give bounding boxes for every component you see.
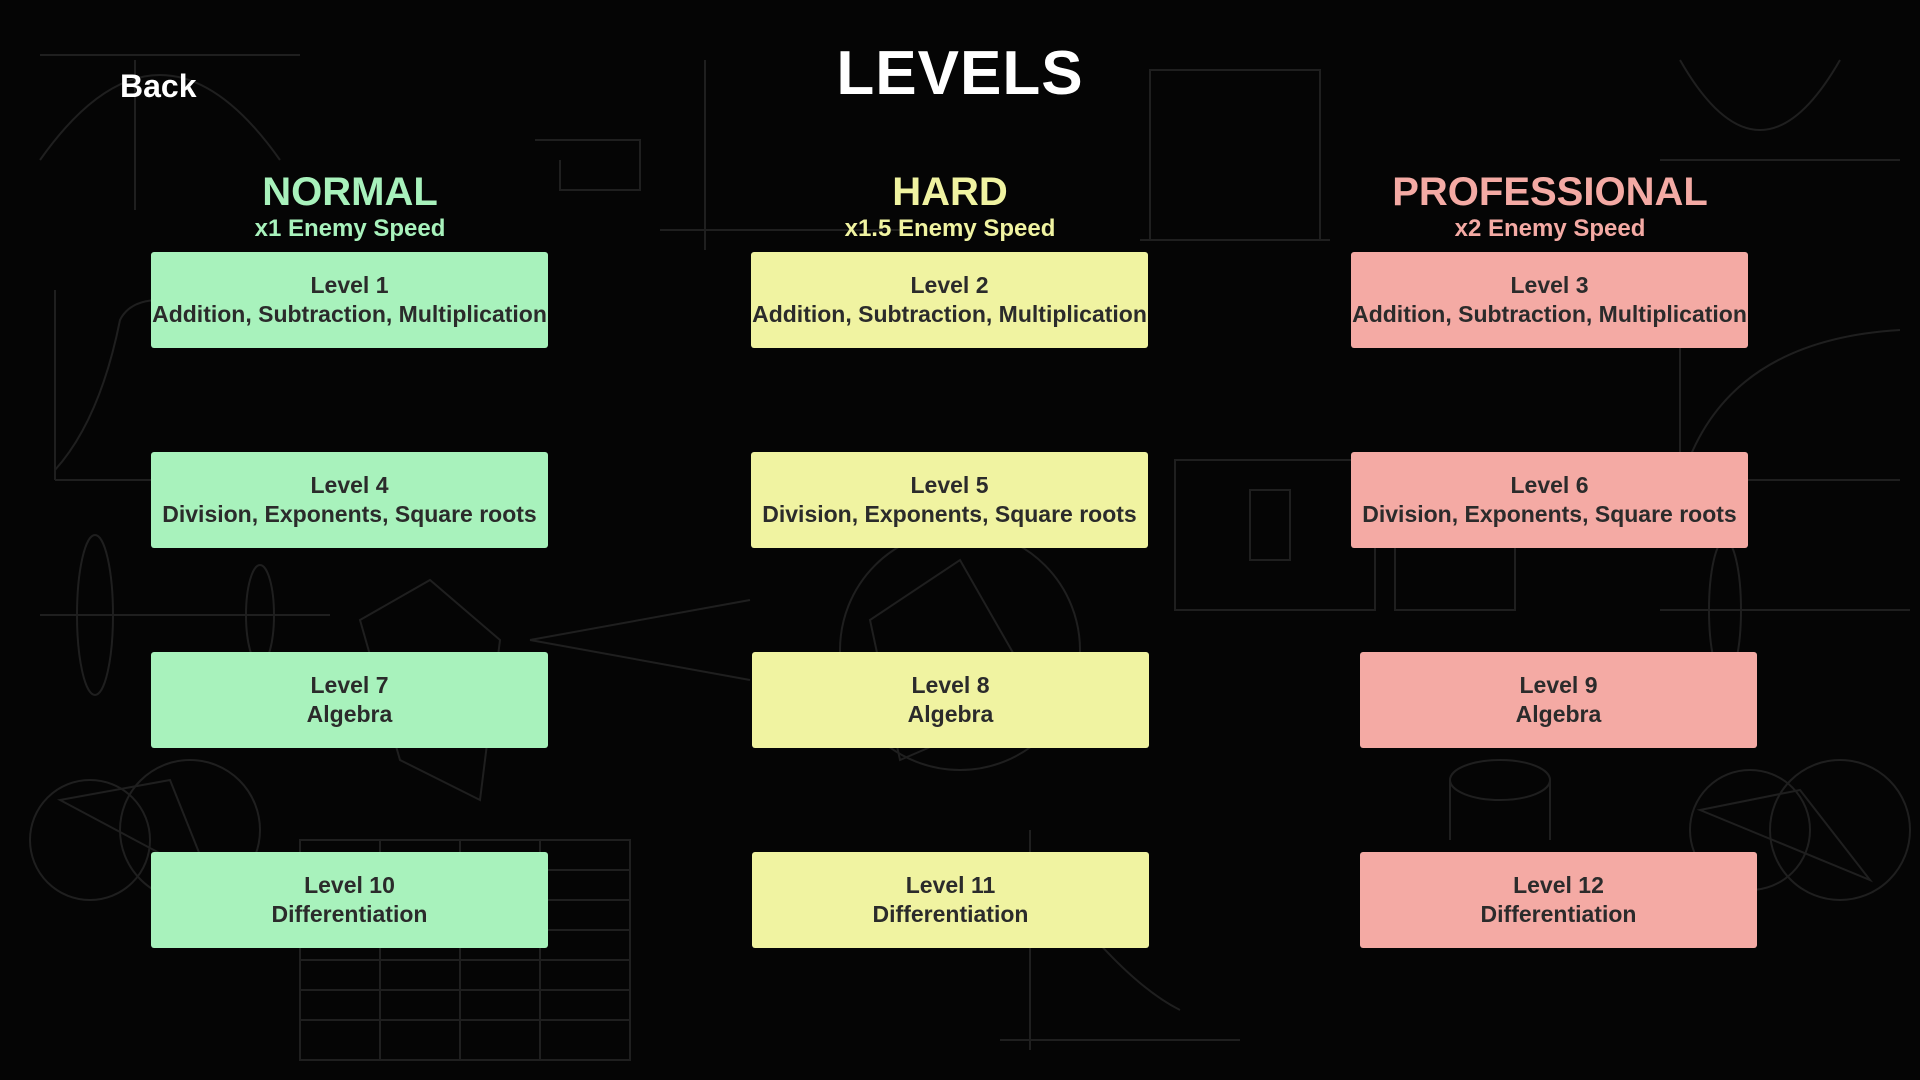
level-5-button[interactable]: Level 5 Division, Exponents, Square root… bbox=[751, 452, 1148, 548]
level-6-button[interactable]: Level 6 Division, Exponents, Square root… bbox=[1351, 452, 1748, 548]
level-12-button[interactable]: Level 12 Differentiation bbox=[1360, 852, 1757, 948]
level-11-button[interactable]: Level 11 Differentiation bbox=[752, 852, 1149, 948]
page-title: LEVELS bbox=[836, 39, 1084, 108]
level-2-button[interactable]: Level 2 Addition, Subtraction, Multiplic… bbox=[751, 252, 1148, 348]
difficulty-header-normal: NORMAL x1 Enemy Speed bbox=[100, 170, 600, 244]
level-4-button[interactable]: Level 4 Division, Exponents, Square root… bbox=[151, 452, 548, 548]
level-topic: Addition, Subtraction, Multiplication bbox=[152, 301, 547, 327]
level-topic: Addition, Subtraction, Multiplication bbox=[1352, 301, 1747, 327]
level-name: Level 10 bbox=[304, 872, 395, 898]
level-7-button[interactable]: Level 7 Algebra bbox=[151, 652, 548, 748]
level-topic: Differentiation bbox=[271, 901, 428, 927]
level-topic: Addition, Subtraction, Multiplication bbox=[752, 301, 1147, 327]
difficulty-header-professional: PROFESSIONAL x2 Enemy Speed bbox=[1300, 170, 1800, 244]
level-topic: Algebra bbox=[907, 701, 994, 727]
level-name: Level 7 bbox=[310, 672, 389, 698]
level-topic: Division, Exponents, Square roots bbox=[162, 501, 537, 527]
level-topic: Algebra bbox=[1515, 701, 1602, 727]
level-10-button[interactable]: Level 10 Differentiation bbox=[151, 852, 548, 948]
difficulty-subtitle-normal: x1 Enemy Speed bbox=[254, 215, 446, 242]
difficulty-subtitle-professional: x2 Enemy Speed bbox=[1454, 215, 1646, 242]
difficulty-title-normal: NORMAL bbox=[262, 170, 438, 214]
level-name: Level 12 bbox=[1513, 872, 1604, 898]
difficulty-header-hard: HARD x1.5 Enemy Speed bbox=[700, 170, 1200, 244]
level-topic: Division, Exponents, Square roots bbox=[762, 501, 1137, 527]
difficulty-subtitle-hard: x1.5 Enemy Speed bbox=[844, 215, 1056, 242]
back-button[interactable]: Back bbox=[120, 68, 197, 104]
level-name: Level 5 bbox=[910, 472, 989, 498]
level-1-button[interactable]: Level 1 Addition, Subtraction, Multiplic… bbox=[151, 252, 548, 348]
level-name: Level 4 bbox=[310, 472, 389, 498]
level-name: Level 11 bbox=[905, 872, 996, 898]
level-name: Level 6 bbox=[1510, 472, 1589, 498]
level-name: Level 3 bbox=[1510, 272, 1589, 298]
level-topic: Differentiation bbox=[1480, 901, 1637, 927]
difficulty-title-hard: HARD bbox=[892, 170, 1008, 214]
level-8-button[interactable]: Level 8 Algebra bbox=[752, 652, 1149, 748]
level-name: Level 1 bbox=[310, 272, 389, 298]
level-9-button[interactable]: Level 9 Algebra bbox=[1360, 652, 1757, 748]
level-topic: Division, Exponents, Square roots bbox=[1362, 501, 1737, 527]
level-name: Level 2 bbox=[910, 272, 989, 298]
level-name: Level 8 bbox=[911, 672, 990, 698]
level-topic: Algebra bbox=[306, 701, 393, 727]
level-name: Level 9 bbox=[1519, 672, 1598, 698]
level-topic: Differentiation bbox=[872, 901, 1029, 927]
level-3-button[interactable]: Level 3 Addition, Subtraction, Multiplic… bbox=[1351, 252, 1748, 348]
difficulty-title-professional: PROFESSIONAL bbox=[1392, 170, 1708, 214]
